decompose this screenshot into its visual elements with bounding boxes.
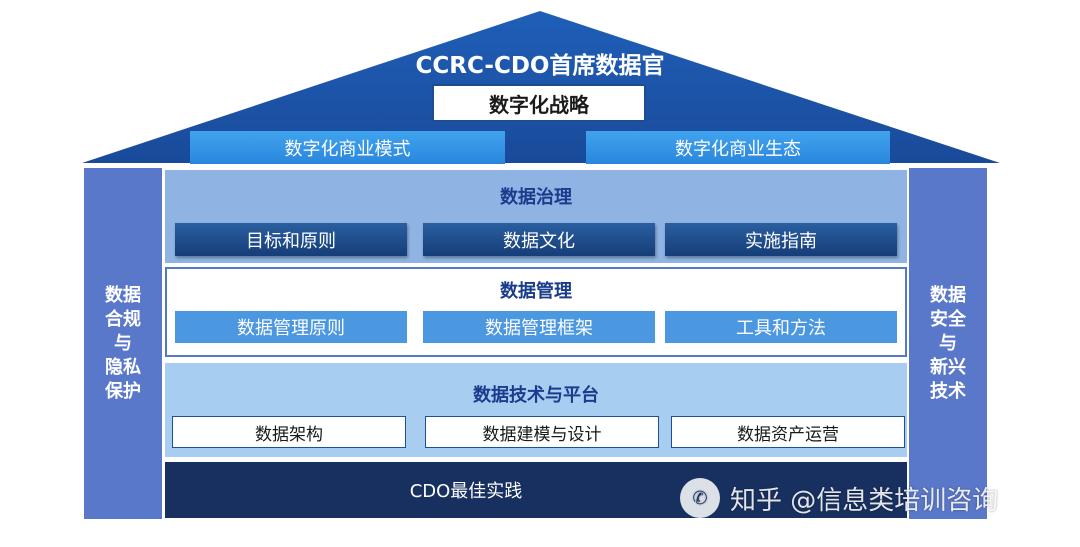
technology-title: 数据技术与平台 — [473, 385, 599, 406]
roof-title: CCRC-CDO首席数据官 — [415, 53, 665, 79]
strategy-box: 数字化战略 — [432, 84, 646, 122]
foundation-label: CDO最佳实践 — [409, 481, 523, 502]
management-item-tools: 工具和方法 — [665, 311, 897, 343]
right-pillar-line: 安全 — [930, 308, 966, 330]
left-pillar-line: 隐私 — [105, 356, 141, 378]
governance-item-guide: 实施指南 — [665, 223, 897, 256]
management-item-framework: 数据管理框架 — [423, 311, 655, 343]
left-pillar-line: 合规 — [105, 308, 141, 330]
right-pillar-line: 技术 — [930, 380, 966, 402]
governance-item-goals: 目标和原则 — [175, 223, 407, 256]
watermark: ✆ 知乎 @信息类培训咨询 — [680, 478, 1070, 518]
technology-item-modeling: 数据建模与设计 — [425, 416, 659, 448]
cdo-best-practice-foundation: CDO最佳实践 — [165, 462, 907, 518]
wechat-icon: ✆ — [680, 478, 720, 518]
management-item-principles: 数据管理原则 — [175, 311, 407, 343]
watermark-text: 知乎 @信息类培训咨询 — [730, 485, 999, 516]
management-title: 数据管理 — [500, 281, 572, 302]
technology-item-asset-ops: 数据资产运营 — [671, 416, 905, 448]
left-pillar-compliance-privacy: 数据 合规 与 隐私 保护 — [84, 168, 162, 519]
governance-item-culture: 数据文化 — [423, 223, 655, 256]
right-pillar-line: 新兴 — [930, 356, 966, 378]
left-pillar-line: 保护 — [105, 380, 141, 402]
right-pillar-security-tech: 数据 安全 与 新兴 技术 — [909, 168, 987, 519]
left-pillar-line: 与 — [114, 332, 132, 354]
governance-title: 数据治理 — [500, 187, 572, 208]
right-pillar-line: 数据 — [930, 284, 966, 306]
technology-item-architecture: 数据架构 — [172, 416, 406, 448]
business-model-box: 数字化商业模式 — [190, 131, 505, 164]
business-ecosystem-box: 数字化商业生态 — [586, 131, 890, 164]
left-pillar-line: 数据 — [105, 284, 141, 306]
right-pillar-line: 与 — [939, 332, 957, 354]
